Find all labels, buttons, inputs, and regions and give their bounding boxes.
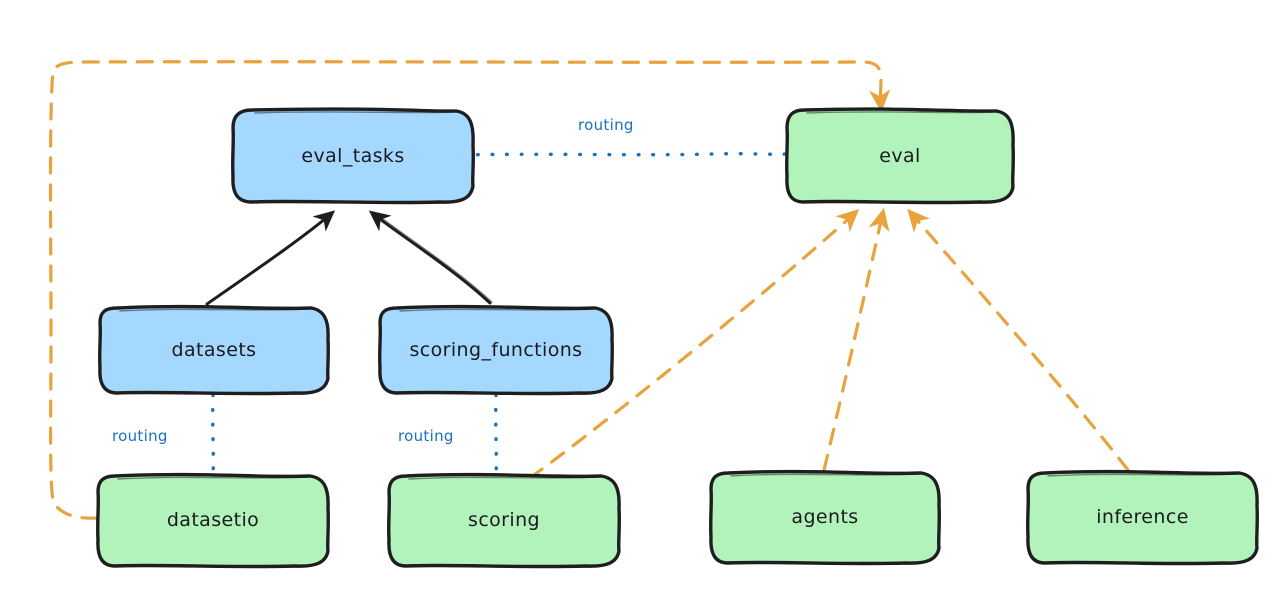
edge-agents-eval — [822, 207, 890, 472]
edge-inference-eval — [907, 208, 1130, 472]
edge-datasetio-eval — [48, 60, 891, 520]
node-datasetio[interactable] — [96, 472, 330, 569]
node-scoring-functions[interactable] — [378, 304, 614, 396]
node-scoring[interactable] — [387, 472, 621, 569]
edge-scoring-functions-eval-tasks — [368, 210, 493, 305]
node-eval[interactable] — [785, 107, 1015, 205]
node-eval-tasks[interactable] — [231, 107, 475, 205]
edge-routing-datasets-datasetio — [211, 393, 215, 478]
edge-datasets-eval-tasks — [205, 210, 336, 306]
node-agents[interactable] — [709, 469, 941, 566]
edge-label-routing-datasets: routing — [112, 427, 168, 445]
edge-label-routing-scoring: routing — [398, 427, 454, 445]
edge-routing-eval-tasks-eval — [461, 152, 788, 157]
edge-routing-scoring-functions-scoring — [494, 393, 498, 478]
node-inference[interactable] — [1026, 469, 1259, 566]
edge-label-routing-eval: routing — [578, 116, 634, 134]
node-datasets[interactable] — [98, 304, 330, 396]
